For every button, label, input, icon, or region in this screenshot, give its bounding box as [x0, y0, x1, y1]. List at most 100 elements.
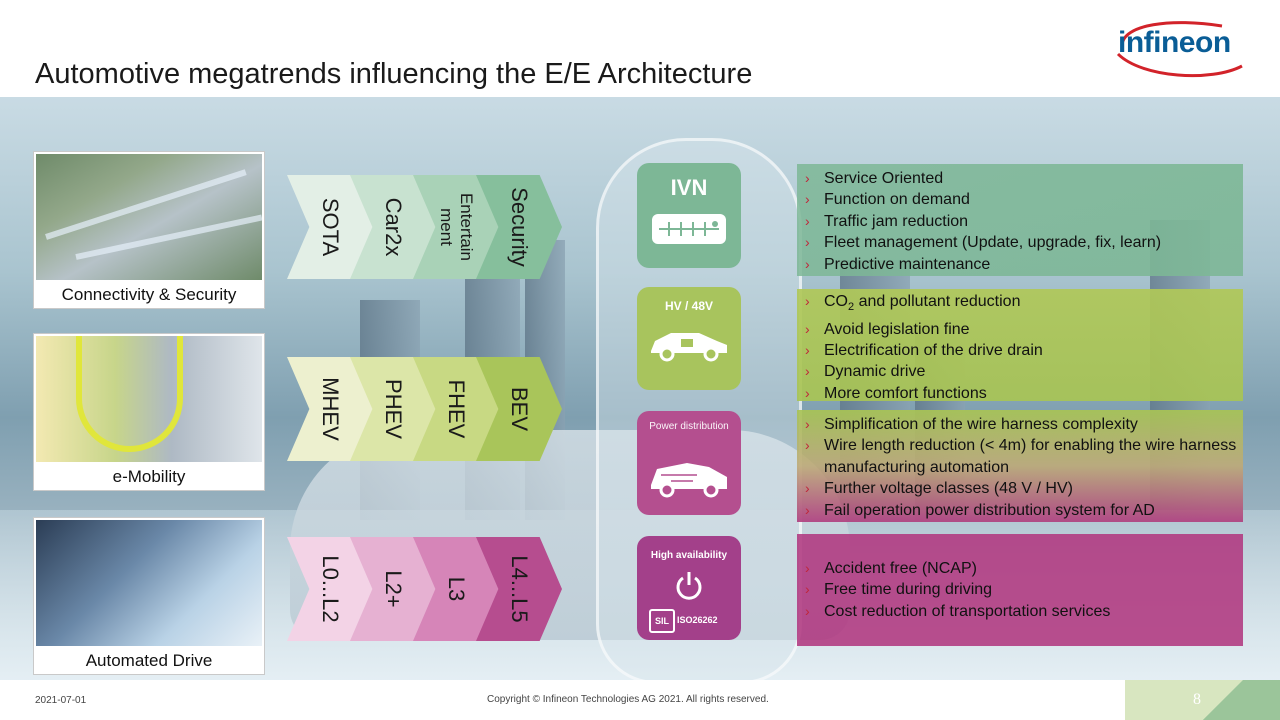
item-text: Function on demand [824, 191, 970, 209]
item-text: Fleet management (Update, upgrade, fix, … [824, 234, 1162, 252]
chevron-label: SOTA [318, 197, 343, 257]
footer: 2021-07-01 Copyright © Infineon Technolo… [0, 680, 1280, 720]
item-text: Avoid legislation fine [824, 320, 970, 338]
tile-high-availability: High availability SIL ISO26262 [637, 536, 741, 640]
tile-label: Power distribution [649, 421, 729, 432]
item-text: CO [824, 293, 848, 310]
chevron-label: L2+ [381, 570, 406, 608]
chevron-label: Car2x [381, 197, 406, 257]
item-text: Fail operation power distribution system… [824, 501, 1155, 519]
bullet-icon: › [805, 560, 810, 576]
chevron-label: L0...L2 [318, 555, 343, 623]
chevron-label: L3 [444, 576, 469, 602]
logo-wordmark: infineon [1118, 26, 1231, 59]
power-icon [676, 572, 702, 600]
card-label: Automated Drive [85, 651, 213, 670]
item-text: Service Oriented [824, 170, 944, 187]
power-car-icon [651, 463, 727, 498]
list-item: › More comfort functions [797, 383, 1243, 404]
bullet-icon: › [805, 416, 810, 432]
list-item: › Traffic jam reduction [797, 211, 1243, 232]
bullet-icon: › [805, 480, 810, 497]
chevron-label: FHEV [444, 379, 469, 439]
logo-swoosh-icon [1116, 21, 1243, 78]
bullet-icon: › [805, 581, 810, 598]
page-number: 8 [1193, 691, 1201, 708]
list-item: › Avoid legislation fine [797, 319, 1243, 340]
footer-date: 2021-07-01 [35, 695, 87, 706]
iso-label: ISO26262 [677, 615, 718, 625]
list-item: › Free time during driving [797, 579, 1243, 600]
list-item: › Electrification of the drive drain [797, 340, 1243, 361]
charging-cable [76, 336, 183, 452]
bullet-icon: › [805, 342, 810, 358]
electric-car-icon [651, 333, 727, 362]
bullet-icon: › [805, 437, 810, 454]
item-text: Traffic jam reduction [824, 212, 969, 230]
box-automated-drive: › Accident free (NCAP) › Free time during … [797, 534, 1243, 646]
item-text: Cost reduction of transportation service… [824, 602, 1111, 620]
network-bus-icon [652, 214, 726, 244]
card-connectivity-security: Connectivity & Security [33, 151, 265, 309]
tile-label: HV / 48V [664, 299, 714, 313]
tile-ivn: IVN [637, 163, 741, 268]
chevron-label: Security [507, 187, 532, 267]
item-text: Further voltage classes (48 V / HV) [824, 480, 1073, 498]
list-item: › Accident free (NCAP) [797, 558, 1243, 579]
item-text: Predictive maintenance [824, 255, 991, 273]
card-label: Connectivity & Security [61, 285, 237, 304]
box-power-distribution: › Simplification of the wire harness comp… [797, 410, 1243, 522]
item-text: Dynamic drive [824, 363, 926, 381]
item-text: and pollutant reduction [854, 293, 1021, 310]
chevron-label: MHEV [318, 377, 343, 441]
highway-photo [36, 154, 263, 280]
list-item: › Simplification of the wire harness comp… [797, 414, 1243, 435]
tile-label: IVN [670, 175, 708, 200]
bullet-icon: › [805, 212, 810, 229]
list-item: › Predictive maintenance [797, 254, 1243, 275]
list-item: › Wire length reduction (< 4m) for enabli… [797, 435, 1243, 478]
infineon-logo: infineon [1112, 16, 1247, 80]
bullet-icon: › [805, 255, 810, 272]
chevron-label: L4...L5 [507, 555, 532, 623]
list-item: › Dynamic drive [797, 361, 1243, 382]
bullet-icon: › [805, 293, 810, 309]
item-text: More comfort functions [824, 384, 987, 402]
page-title: Automotive megatrends influencing the E/… [35, 58, 753, 90]
driver-photo [36, 520, 262, 646]
card-e-mobility: e-Mobility [33, 333, 265, 491]
box-connectivity: › Service Oriented › Function on demand › T… [797, 164, 1243, 276]
list-item: › Service Oriented [797, 168, 1243, 189]
bullet-icon: › [805, 170, 810, 186]
bullet-icon: › [805, 320, 810, 337]
bullet-icon: › [805, 384, 810, 401]
list-item: › Further voltage classes (48 V / HV) [797, 478, 1243, 499]
list-item: › Cost reduction of transportation servic… [797, 601, 1243, 622]
bullet-icon: › [805, 602, 810, 619]
list-item: › Fleet management (Update, upgrade, fix,… [797, 232, 1243, 253]
list-item: › CO2 and pollutant reduction [797, 291, 1243, 319]
item-text: Electrification of the drive drain [824, 342, 1043, 359]
chevron-label: PHEV [381, 379, 406, 439]
card-label: e-Mobility [112, 467, 186, 486]
box-e-mobility: › CO2 and pollutant reduction › Avoid legi… [797, 289, 1243, 404]
charging-photo [36, 336, 262, 462]
item-subscript: 2 [848, 301, 855, 314]
chevron-label: Entertain ment [437, 192, 476, 262]
list-item: › Fail operation power distribution syste… [797, 500, 1243, 521]
bullet-icon: › [805, 191, 810, 208]
bullet-icon: › [805, 234, 810, 251]
item-text: Simplification of the wire harness compl… [824, 416, 1138, 433]
bullet-icon: › [805, 501, 810, 518]
item-text: Wire length reduction (< 4m) for enablin… [824, 437, 1237, 476]
tile-power-distribution: Power distribution [637, 411, 741, 515]
list-item: › Function on demand [797, 189, 1243, 210]
tile-hv-48v: HV / 48V [637, 287, 741, 390]
item-text: Accident free (NCAP) [824, 560, 977, 577]
item-text: Free time during driving [824, 581, 993, 599]
chevron-label: BEV [507, 386, 532, 432]
bullet-icon: › [805, 363, 810, 380]
footer-copyright: Copyright © Infineon Technologies AG 202… [487, 694, 769, 705]
card-automated-drive: Automated Drive [33, 517, 265, 675]
